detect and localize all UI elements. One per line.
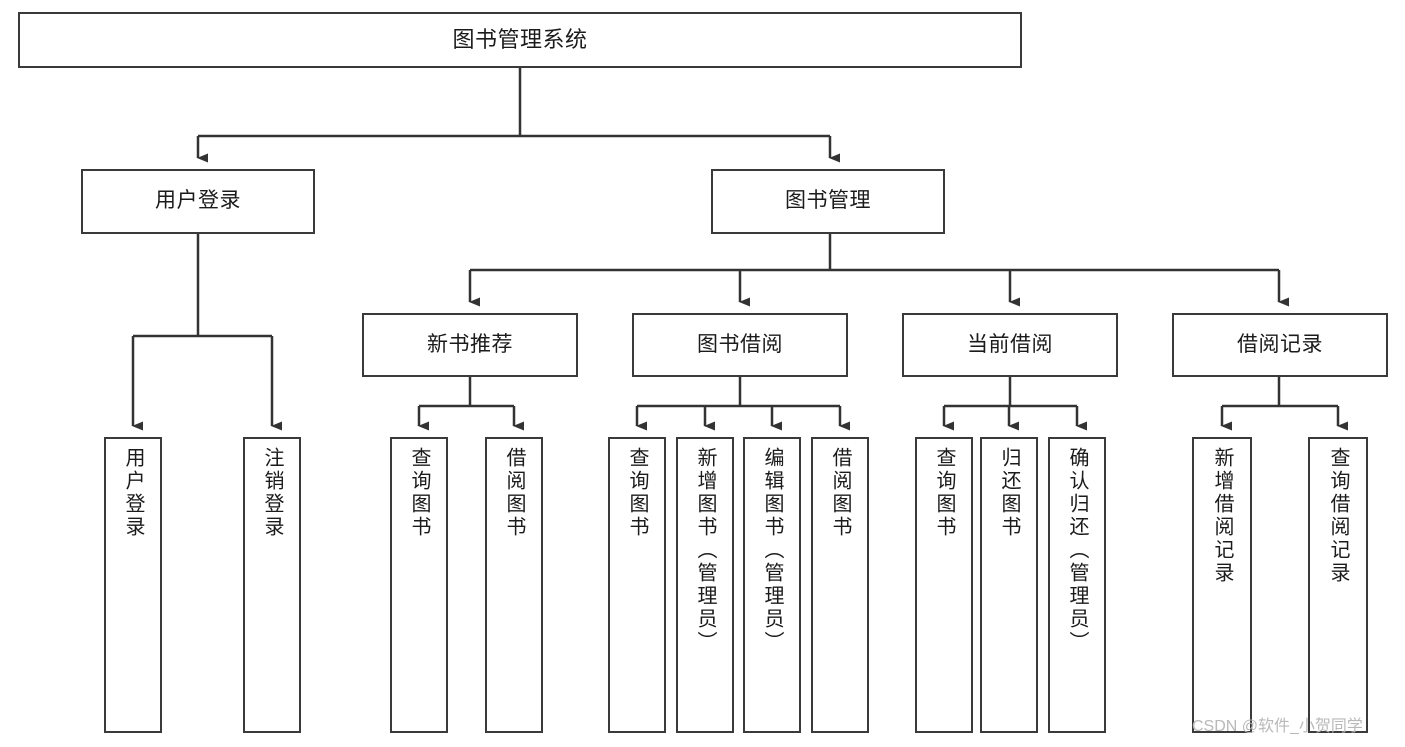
node-label: 借阅记录 [1237,332,1323,356]
node-label: 借阅图书 [503,447,525,539]
node-label: 新增借阅记录 [1211,447,1233,585]
leaf-borrow-book-recommend[interactable]: 借阅图书 [485,437,543,733]
node-current-borrow[interactable]: 当前借阅 [902,313,1118,377]
node-label: 确认归还（管理员） [1066,447,1088,654]
node-label: 新书推荐 [427,332,513,356]
node-label: 新增图书（管理员） [694,447,716,654]
leaf-query-borrow-record[interactable]: 查询借阅记录 [1308,437,1368,733]
leaf-edit-book-admin[interactable]: 编辑图书（管理员） [743,437,801,733]
node-label: 用户登录 [122,447,144,539]
node-label: 借阅图书 [829,447,851,539]
leaf-query-book-borrow[interactable]: 查询图书 [608,437,666,733]
node-label: 注销登录 [261,447,283,539]
leaf-add-book-admin[interactable]: 新增图书（管理员） [676,437,734,733]
leaf-add-borrow-record[interactable]: 新增借阅记录 [1192,437,1252,733]
leaf-user-login[interactable]: 用户登录 [104,437,162,733]
node-book-borrow[interactable]: 图书借阅 [632,313,848,377]
node-label: 图书管理系统 [452,27,588,53]
node-label: 查询图书 [933,447,955,539]
node-label: 归还图书 [998,447,1020,539]
node-label: 图书借阅 [697,332,783,356]
node-label: 当前借阅 [967,332,1053,356]
leaf-confirm-return-admin[interactable]: 确认归还（管理员） [1048,437,1106,733]
node-label: 查询借阅记录 [1327,447,1349,585]
node-label: 查询图书 [408,447,430,539]
node-label: 编辑图书（管理员） [761,447,783,654]
leaf-borrow-book[interactable]: 借阅图书 [811,437,869,733]
leaf-logout-login[interactable]: 注销登录 [243,437,301,733]
leaf-return-book[interactable]: 归还图书 [980,437,1038,733]
leaf-query-book-current[interactable]: 查询图书 [915,437,973,733]
node-label: 用户登录 [155,189,241,213]
leaf-query-book-recommend[interactable]: 查询图书 [390,437,448,733]
node-book-manage[interactable]: 图书管理 [711,169,945,234]
node-user-login[interactable]: 用户登录 [81,169,315,234]
node-new-book-recommend[interactable]: 新书推荐 [362,313,578,377]
node-label: 图书管理 [785,189,871,213]
node-borrow-record[interactable]: 借阅记录 [1172,313,1388,377]
node-label: 查询图书 [626,447,648,539]
node-root-system[interactable]: 图书管理系统 [18,12,1022,68]
